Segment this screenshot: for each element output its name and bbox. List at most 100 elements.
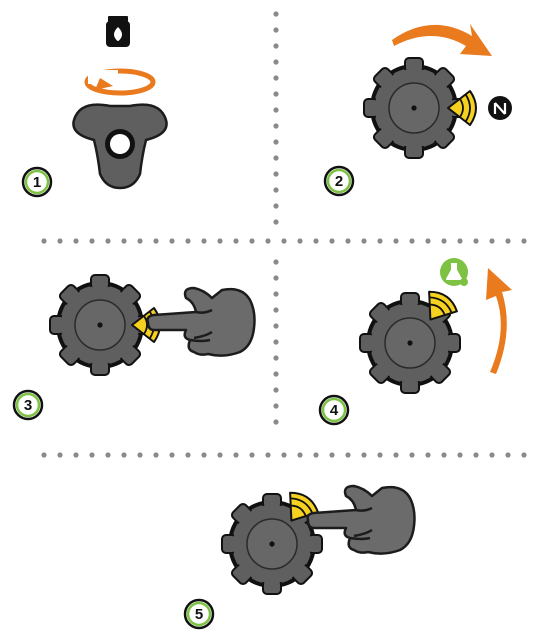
separator-dot (441, 238, 447, 244)
separator-dot (249, 238, 255, 244)
separator-dot (137, 238, 143, 244)
separator-dot (329, 452, 335, 458)
valve-handle (72, 103, 168, 190)
separator-dot (273, 75, 279, 81)
separator-dot (377, 238, 383, 244)
separator-dot (273, 371, 279, 377)
separator-dot (425, 238, 431, 244)
separator-dot (361, 452, 367, 458)
separator-dot (273, 403, 279, 409)
svg-text:3: 3 (24, 397, 32, 414)
separator-dot (57, 238, 63, 244)
separator-dot (281, 238, 287, 244)
separator-dot (153, 452, 159, 458)
separator-dot (273, 275, 279, 281)
separator-dot (121, 452, 127, 458)
separator-dot (457, 238, 463, 244)
separator-dot (265, 452, 271, 458)
separator-dot (521, 238, 527, 244)
gas-cylinder-icon (106, 16, 130, 47)
separator-dot (313, 238, 319, 244)
separator-dot (273, 139, 279, 145)
separator-dot (313, 452, 319, 458)
pointing-hand-icon (146, 286, 256, 357)
separator-dot (273, 307, 279, 313)
separator-dot (273, 219, 279, 225)
separator-dot (265, 238, 271, 244)
separator-dot (273, 123, 279, 129)
n-mode-icon (488, 96, 512, 120)
separator-dot (273, 91, 279, 97)
separator-dot (273, 203, 279, 209)
separator-dot (425, 452, 431, 458)
separator-dot (217, 238, 223, 244)
step-2-panel: 2 (323, 24, 512, 197)
separator-dot (41, 452, 47, 458)
separator-dot (185, 238, 191, 244)
separator-dot (441, 452, 447, 458)
rotate-up-arrow-icon (486, 268, 512, 374)
separator-dot (273, 187, 279, 193)
step-3-panel: 3 (12, 274, 256, 421)
separator-dot (273, 43, 279, 49)
separator-dot (273, 291, 279, 297)
separator-dot (273, 323, 279, 329)
separator-dot (457, 452, 463, 458)
separator-dot (105, 452, 111, 458)
separator-dot (137, 452, 143, 458)
separator-dot (273, 27, 279, 33)
step-1-number: 1 (21, 166, 53, 198)
grid-separators (41, 11, 527, 458)
separator-dot (201, 238, 207, 244)
separator-dot (41, 238, 47, 244)
separator-dot (297, 452, 303, 458)
separator-dot (489, 452, 495, 458)
separator-dot (361, 238, 367, 244)
separator-dot (89, 452, 95, 458)
separator-dot (409, 452, 415, 458)
separator-dot (273, 107, 279, 113)
rotate-arrow-icon (84, 68, 156, 96)
separator-dot (153, 238, 159, 244)
separator-dot (217, 452, 223, 458)
separator-dot (201, 452, 207, 458)
separator-dot (185, 452, 191, 458)
separator-dot (281, 452, 287, 458)
step-4-panel: 4 (318, 258, 512, 426)
separator-dot (273, 339, 279, 345)
flask-icon (440, 258, 468, 286)
separator-dot (273, 355, 279, 361)
svg-text:5: 5 (195, 606, 203, 623)
separator-dot (505, 452, 511, 458)
separator-dot (273, 419, 279, 425)
svg-text:1: 1 (33, 174, 41, 191)
separator-dot (505, 238, 511, 244)
separator-dot (393, 452, 399, 458)
separator-dot (89, 238, 95, 244)
separator-dot (393, 238, 399, 244)
separator-dot (57, 452, 63, 458)
separator-dot (105, 238, 111, 244)
step-2-number: 2 (323, 165, 355, 197)
rotate-right-arrow-icon (392, 24, 492, 56)
separator-dot (273, 171, 279, 177)
svg-text:4: 4 (330, 402, 339, 419)
separator-dot (521, 452, 527, 458)
separator-dot (73, 238, 79, 244)
separator-dot (489, 238, 495, 244)
separator-dot (169, 452, 175, 458)
step-5-number: 5 (183, 598, 215, 630)
pointing-hand-icon (306, 484, 416, 555)
separator-dot (273, 11, 279, 17)
step-4-number: 4 (318, 394, 350, 426)
separator-dot (473, 238, 479, 244)
separator-dot (273, 155, 279, 161)
separator-dot (73, 452, 79, 458)
separator-dot (249, 452, 255, 458)
separator-dot (273, 59, 279, 65)
separator-dot (233, 452, 239, 458)
separator-dot (233, 238, 239, 244)
separator-dot (169, 238, 175, 244)
step-5-panel: 5 (183, 484, 416, 630)
